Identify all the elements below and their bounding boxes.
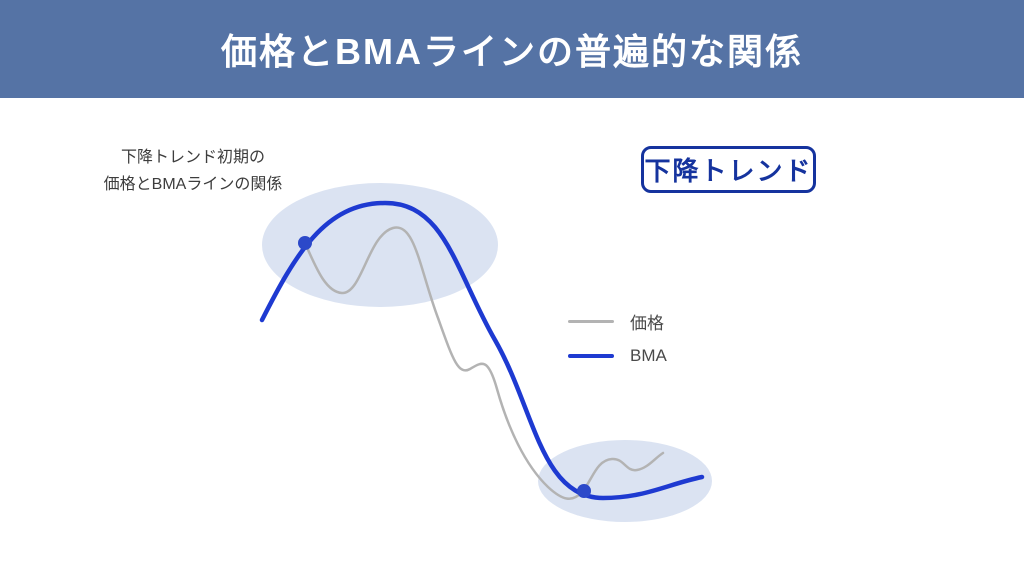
bma-line-swatch bbox=[568, 354, 614, 358]
legend-row-price: 価格 bbox=[568, 310, 667, 333]
annotation-text: 下降トレンド初期の 価格とBMAラインの関係 bbox=[78, 144, 308, 198]
legend: 価格 BMA bbox=[568, 310, 667, 367]
price-line-swatch bbox=[568, 319, 614, 323]
downtrend-badge: 下降トレンド bbox=[641, 146, 816, 193]
diagram-canvas: 下降トレンド初期の 価格とBMAラインの関係 下降トレンド 価格 bbox=[0, 98, 1024, 576]
price-legend-label: 価格 bbox=[630, 313, 664, 333]
highlight-ellipse-bottom bbox=[538, 440, 712, 522]
cross-dot-top bbox=[298, 236, 312, 250]
cross-dot-bottom bbox=[577, 484, 591, 498]
legend-row-bma: BMA bbox=[568, 345, 667, 367]
page-title: 価格とBMAラインの普遍的な関係 bbox=[221, 31, 803, 72]
downtrend-badge-label: 下降トレンド bbox=[644, 156, 813, 186]
highlight-ellipse-top bbox=[262, 183, 498, 307]
annotation-line-2: 価格とBMAラインの関係 bbox=[103, 176, 283, 194]
header-banner: 価格とBMAラインの普遍的な関係 bbox=[0, 0, 1024, 98]
bma-legend-label: BMA bbox=[630, 346, 667, 365]
annotation-line-1: 下降トレンド初期の bbox=[120, 149, 265, 166]
